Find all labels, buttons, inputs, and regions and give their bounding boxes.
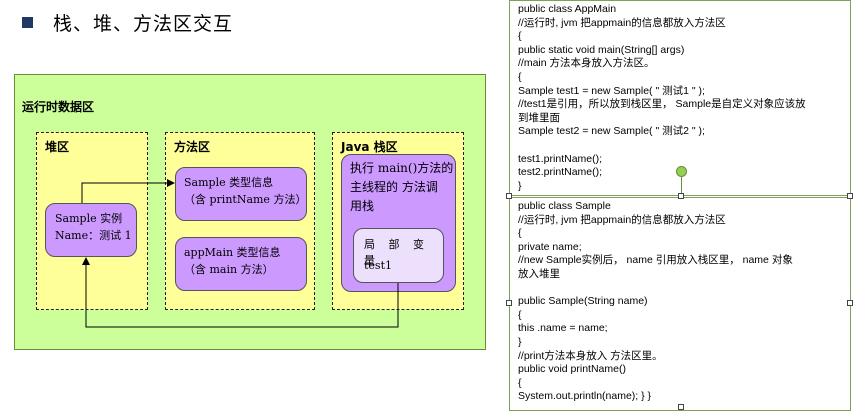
code-line: //new Sample实例后， name 引用放入栈区里， name 对象 [518,254,793,267]
code-line: } [518,335,522,348]
thread-line3: 用栈 [350,199,375,213]
code-line: public static void main(String[] args) [518,43,685,56]
slide-title: 栈、堆、方法区交互 [53,12,234,35]
code-line: public class Sample [518,200,611,212]
code-line: } [518,179,522,192]
code-line: public class AppMain [518,3,617,15]
code-line: public Sample(String name) [518,295,648,308]
code-line: { [518,227,522,240]
thread-line2: 主线程的 方法调 [350,180,438,194]
resize-handle-icon[interactable] [847,193,853,199]
code-line: Sample test1 = new Sample( " 测试1 " ); [518,84,705,97]
local-variable-test1: test1 [364,259,392,272]
code-line: 放入堆里 [518,267,560,280]
code-line: private name; [518,240,582,253]
code-line [518,139,842,153]
code-line [518,282,842,296]
sample-code-lines: public class Sample //运行时, jvm 把appmain的… [518,200,842,404]
arrow-instance-to-sampletype [81,179,175,203]
bullet-square-icon [22,16,33,28]
code-line: this .name = name; [518,322,608,335]
sample-instance-line1: Sample 实例 [55,212,123,225]
code-line: public void printName() [518,363,626,376]
slide-title-row: 栈、堆、方法区交互 [22,6,233,38]
sample-instance-line2: Name：测试 1 [55,229,132,242]
resize-handle-icon[interactable] [678,193,684,199]
appmain-type-line2: （含 main 方法） [184,263,274,276]
sample-type-line1: Sample 类型信息 [184,176,274,189]
code-line: { [518,308,522,321]
code-line: //print方法本身放入 方法区里。 [518,349,663,362]
sample-type-info-box: Sample 类型信息 （含 printName 方法） [175,167,307,221]
code-line: //main 方法本身放入方法区。 [518,57,655,70]
rotate-handle-icon[interactable] [676,166,687,177]
resize-handle-icon[interactable] [678,404,684,410]
sample-type-line2: （含 printName 方法） [184,193,307,206]
code-line: 到堆里面 [518,111,560,124]
rotate-handle-stem [681,177,682,195]
java-stack-label: Java 栈区 [341,140,398,154]
sample-code-box[interactable]: public class Sample //运行时, jvm 把appmain的… [509,197,851,411]
code-line: //test1是引用，所以放到栈区里， Sample是自定义对象应该放 [518,98,806,111]
code-line: System.out.println(name); } } [518,390,652,403]
code-line: { [518,30,522,43]
code-line: //运行时, jvm 把appmain的信息都放入方法区 [518,213,726,226]
code-line: { [518,376,522,389]
sample-instance-box: Sample 实例 Name：测试 1 [45,203,137,257]
code-line: test1.printName(); [518,152,603,165]
arrow-localvar-to-instance [82,257,399,328]
appmain-code-lines: public class AppMain //运行时, jvm 把appmain… [518,3,842,193]
runtime-data-area-label: 运行时数据区 [22,100,95,114]
resize-handle-icon[interactable] [506,193,512,199]
appmain-type-info-box: appMain 类型信息 （含 main 方法） [175,237,307,291]
appmain-type-line1: appMain 类型信息 [184,246,281,259]
local-variables-title: 局 部 变 量 [364,238,429,267]
heap-label: 堆区 [45,140,70,154]
resize-handle-icon[interactable] [506,300,512,306]
code-line: test2.printName(); [518,166,603,179]
resize-handle-icon[interactable] [847,300,853,306]
code-line: Sample test2 = new Sample( " 测试2 " ); [518,125,705,138]
code-line: //运行时, jvm 把appmain的信息都放入方法区 [518,16,726,29]
method-area-label: 方法区 [174,140,211,154]
appmain-code-box[interactable]: public class AppMain //运行时, jvm 把appmain… [509,0,851,196]
local-variables-box: 局 部 变 量 test1 [353,228,444,283]
code-line: { [518,70,522,83]
thread-line1: 执行 main()方法的 [350,161,454,175]
